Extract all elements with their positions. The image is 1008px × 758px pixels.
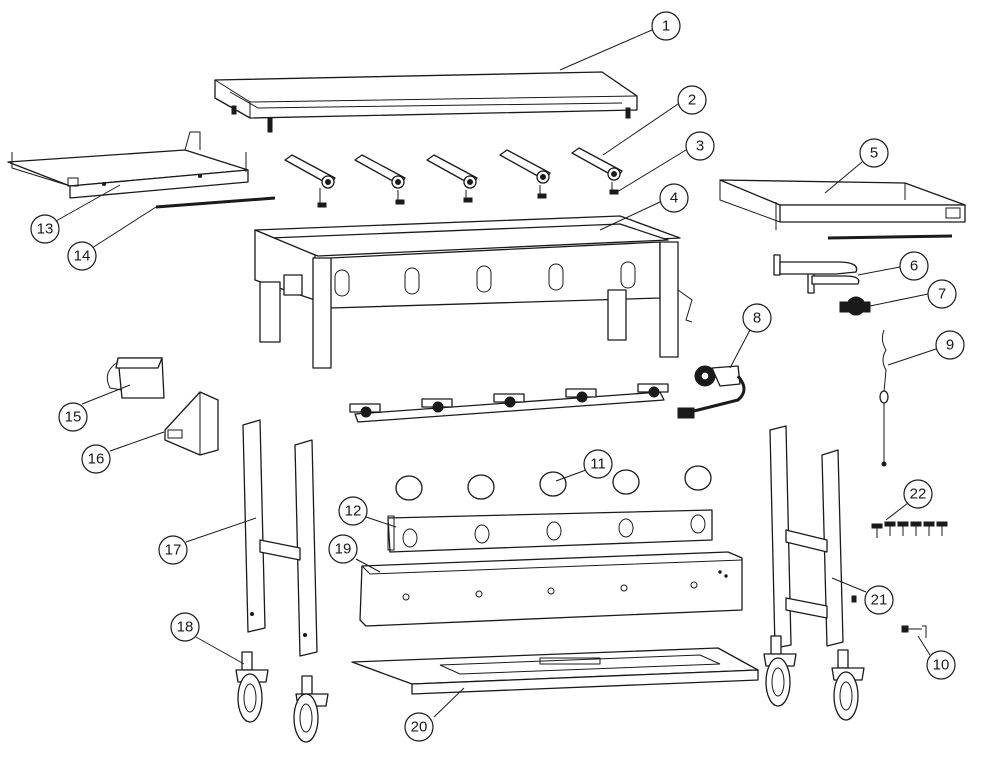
callout-3: 3 (685, 131, 715, 161)
left-side-shelf-part (7, 131, 249, 199)
callout-14-label: 14 (74, 248, 91, 265)
callout-11-label: 11 (590, 456, 606, 473)
front-panel-part (359, 551, 743, 627)
igniter-cap-part (839, 296, 871, 316)
callout-12: 12 (338, 496, 368, 526)
callout-19: 19 (328, 534, 358, 564)
callout-9: 9 (935, 330, 965, 360)
callout-21-label: 21 (871, 592, 888, 609)
lighter-wand-part (879, 329, 889, 467)
callout-16-label: 16 (88, 451, 105, 468)
callout-8: 8 (742, 303, 772, 333)
callout-10: 10 (926, 650, 956, 680)
callout-13-label: 13 (37, 221, 54, 238)
callout-4: 4 (659, 183, 689, 213)
callout-7: 7 (927, 279, 957, 309)
main-frame-part (254, 215, 693, 369)
right-caster-wheels-part (763, 635, 865, 721)
callout-17: 17 (158, 535, 188, 565)
right-rod-part (827, 234, 953, 240)
left-leg-assembly-part (242, 419, 318, 657)
grease-cup-part (106, 357, 165, 399)
callout-11: 11 (583, 449, 613, 479)
callout-21: 21 (864, 585, 894, 615)
callout-6: 6 (899, 251, 929, 281)
rod-part (155, 196, 276, 209)
callout-1: 1 (651, 11, 681, 41)
regulator-hose-part (677, 365, 746, 419)
right-side-shelf-part (719, 179, 966, 230)
callout-15: 15 (58, 402, 88, 432)
callout-20: 20 (404, 712, 434, 742)
callout-14: 14 (67, 241, 97, 271)
valve-manifold-part (349, 383, 669, 423)
callout-9-label: 9 (946, 337, 954, 354)
callout-15-label: 15 (65, 409, 82, 426)
callout-12-label: 12 (345, 503, 362, 520)
control-panel-part (387, 509, 713, 553)
callout-5-label: 5 (870, 145, 878, 162)
right-leg-assembly-part (769, 425, 857, 649)
right-handle-part (773, 254, 860, 294)
callout-22: 22 (903, 479, 933, 509)
callout-17-label: 17 (165, 542, 182, 559)
burner-tubes-part (284, 147, 623, 208)
callout-19-label: 19 (335, 541, 352, 558)
leader-lines (55, 29, 937, 718)
callout-1-label: 1 (662, 18, 670, 35)
callout-16: 16 (81, 444, 111, 474)
left-caster-wheels-part (235, 651, 329, 743)
callout-13: 13 (30, 214, 60, 244)
callout-7-label: 7 (938, 286, 946, 303)
callout-5: 5 (859, 138, 889, 168)
callout-3-label: 3 (696, 138, 704, 155)
control-knobs-part (395, 465, 712, 501)
callout-10-label: 10 (933, 657, 950, 674)
griddle-top-part (214, 71, 638, 133)
callout-8-label: 8 (753, 310, 761, 327)
callout-6-label: 6 (910, 258, 918, 275)
callout-4-label: 4 (670, 190, 678, 207)
callout-18-label: 18 (177, 619, 194, 636)
callout-20-label: 20 (411, 719, 428, 736)
cup-bracket-part (164, 391, 219, 456)
screws-part (871, 521, 948, 538)
callout-18: 18 (170, 612, 200, 642)
callout-2-label: 2 (688, 92, 696, 109)
callout-22-label: 22 (910, 486, 927, 503)
callout-2: 2 (677, 85, 707, 115)
bottom-shelf-part (351, 647, 759, 695)
hook-part (901, 625, 927, 638)
